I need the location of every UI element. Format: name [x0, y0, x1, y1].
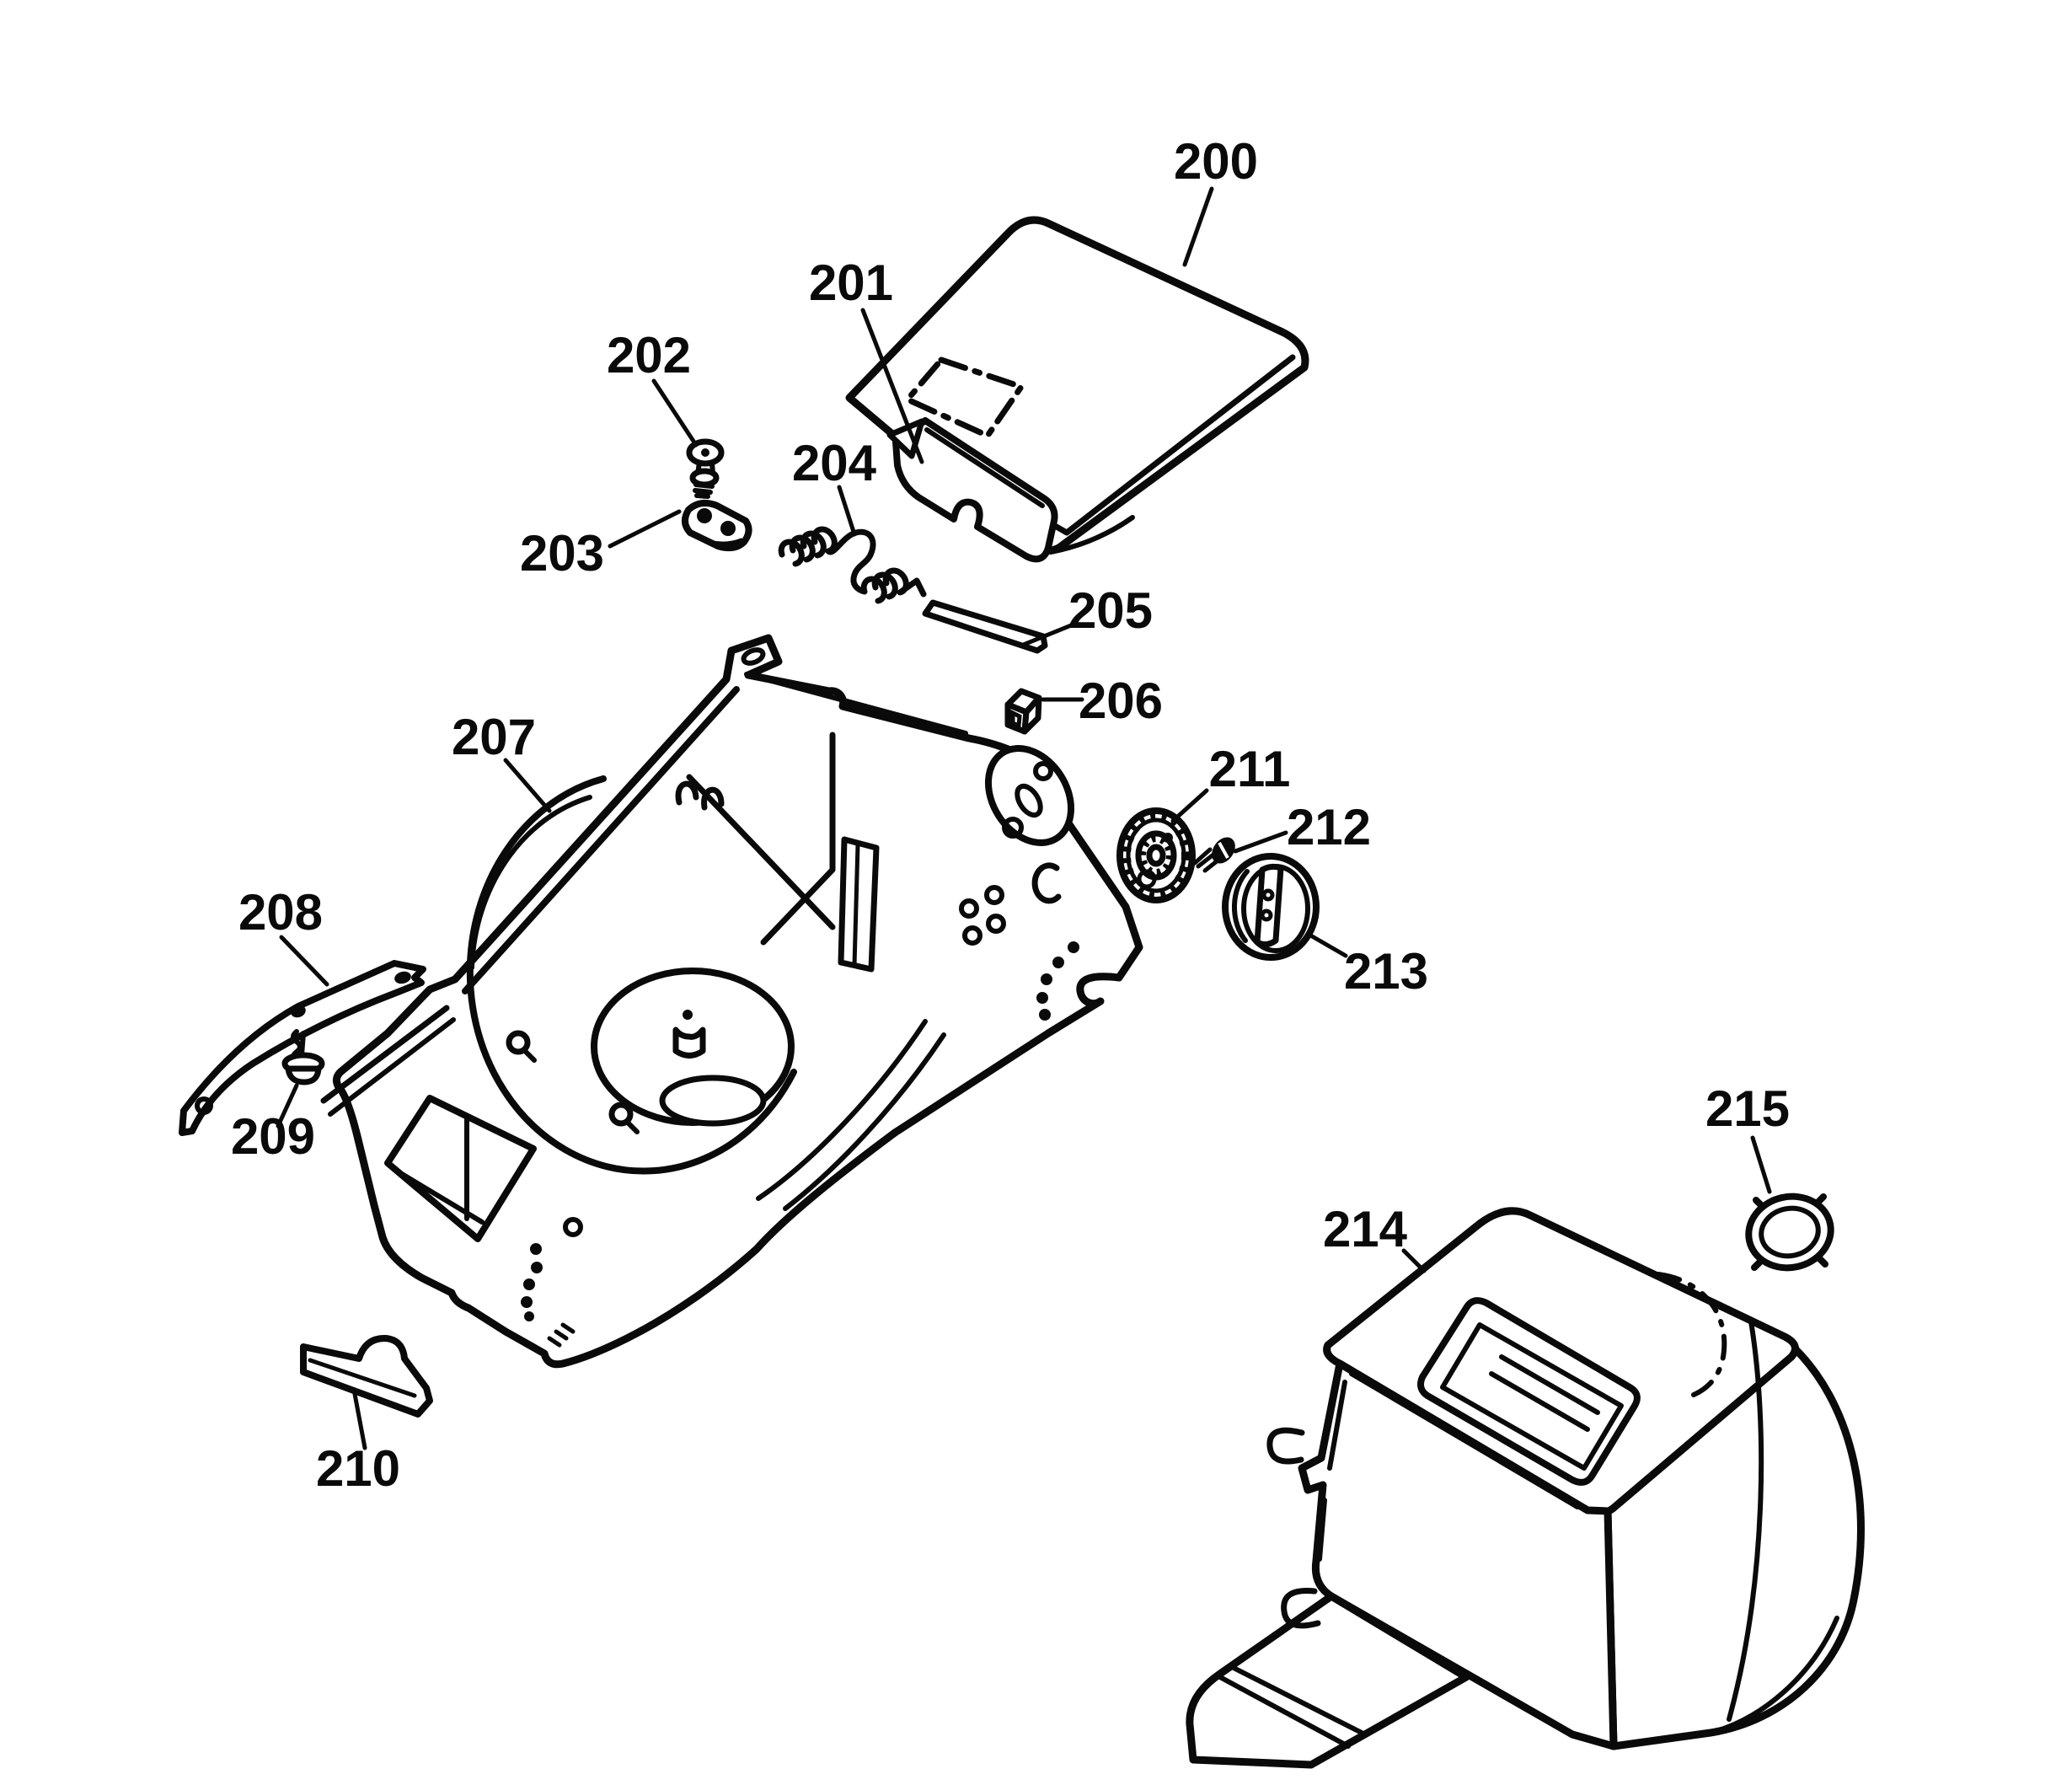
callout-200: 200 [1174, 133, 1258, 190]
callout-213: 213 [1344, 943, 1428, 1000]
part-205-strip [922, 599, 1048, 654]
leader-200 [1182, 186, 1214, 267]
part-200-lid [845, 216, 1309, 563]
callout-205: 205 [1068, 582, 1153, 639]
part-203-plate [682, 499, 752, 552]
part-209-screw [281, 1029, 325, 1085]
callout-207: 207 [452, 709, 536, 765]
leader-203 [608, 509, 682, 549]
leader-lines [276, 186, 1772, 1450]
part-214-grassbox [1186, 1207, 1865, 1769]
part-201-label-area [904, 356, 1025, 439]
callout-210: 210 [316, 1440, 400, 1497]
callout-labels: 200 201 202 203 204 205 206 207 208 209 … [231, 133, 1790, 1497]
leader-210 [352, 1391, 367, 1450]
callout-204: 204 [792, 435, 877, 491]
part-211-gear [1116, 807, 1196, 903]
callout-208: 208 [238, 884, 323, 941]
part-210-strip [300, 1334, 433, 1418]
leader-202 [651, 378, 699, 448]
leader-204 [837, 485, 857, 537]
part-213-knob [1222, 853, 1320, 961]
callout-214: 214 [1323, 1201, 1408, 1257]
part-212-screw [1192, 837, 1235, 873]
part-206-clip [1004, 688, 1042, 735]
callout-202: 202 [607, 327, 691, 383]
callout-206: 206 [1079, 673, 1163, 729]
leader-211 [1170, 788, 1209, 823]
leader-201 [860, 308, 924, 464]
callout-209: 209 [231, 1108, 315, 1165]
leader-212 [1233, 830, 1288, 854]
leader-208 [279, 935, 329, 987]
callout-215: 215 [1705, 1080, 1790, 1137]
part-208-trim-strip [179, 960, 426, 1136]
leader-205 [1019, 621, 1078, 648]
leader-213 [1305, 931, 1348, 958]
part-204-spring [778, 526, 927, 604]
callout-203: 203 [520, 525, 604, 582]
part-202-screw [686, 438, 725, 499]
part-207-deck [320, 634, 1143, 1369]
part-215-cap [1745, 1193, 1834, 1272]
leader-209 [276, 1083, 299, 1128]
callout-211: 211 [1209, 741, 1291, 797]
callout-201: 201 [809, 255, 893, 311]
leader-207 [503, 758, 552, 813]
part-200-flap [892, 417, 1058, 563]
callout-212: 212 [1287, 799, 1371, 855]
leader-215 [1750, 1135, 1772, 1194]
leader-214 [1401, 1248, 1427, 1273]
